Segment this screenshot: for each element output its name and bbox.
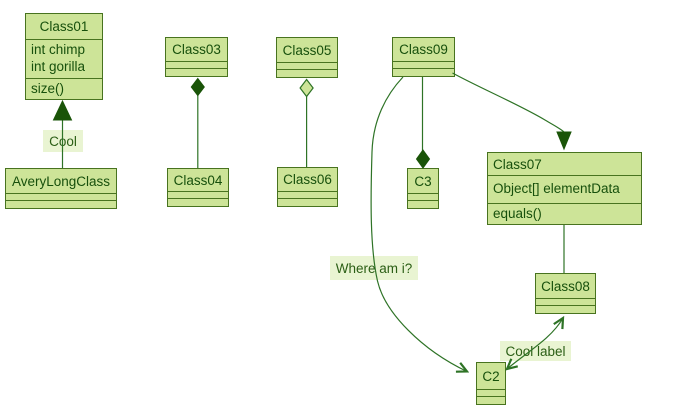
empty-attributes-compartment: [393, 62, 454, 69]
class-attributes: int chimp int gorilla: [26, 40, 102, 79]
empty-attributes-compartment: [278, 192, 337, 199]
edge-label-cool-label: Cool label: [500, 341, 571, 361]
class-title: C2: [477, 363, 505, 390]
class-box-class04: Class04: [167, 168, 229, 207]
empty-methods-compartment: [278, 199, 337, 206]
class-box-c2: C2: [476, 362, 506, 405]
class-title: Class06: [278, 168, 337, 192]
edge-aggregation-class05-class06: [299, 78, 314, 167]
empty-methods-compartment: [393, 69, 454, 76]
empty-attributes-compartment: [166, 62, 227, 69]
class-title: Class09: [393, 38, 454, 62]
class-box-class07: Class07 Object[] elementData equals(): [487, 152, 642, 225]
edge-composition-class09-c3: [415, 77, 431, 169]
empty-attributes-compartment: [277, 63, 337, 70]
class-title: Class08: [536, 274, 595, 299]
class-title: Class03: [166, 38, 227, 62]
class-attributes: Object[] elementData: [488, 176, 641, 204]
empty-attributes-compartment: [408, 194, 438, 201]
empty-attributes-compartment: [6, 194, 116, 201]
class-title: Class01: [26, 14, 102, 40]
class-methods: equals(): [488, 204, 641, 224]
empty-methods-compartment: [168, 199, 228, 206]
method: equals(): [493, 205, 542, 221]
method: size(): [31, 81, 64, 96]
empty-methods-compartment: [277, 70, 337, 77]
class-box-class09: Class09: [392, 37, 455, 77]
class-box-class03: Class03: [165, 37, 228, 77]
class-box-class06: Class06: [277, 167, 338, 207]
empty-methods-compartment: [6, 201, 116, 208]
class-box-averylongclass: AveryLongClass: [5, 168, 117, 209]
class-title: Class04: [168, 169, 228, 192]
empty-methods-compartment: [536, 306, 595, 313]
class-box-class05: Class05: [276, 37, 338, 78]
class-box-class08: Class08: [535, 273, 596, 314]
attribute: Object[] elementData: [493, 181, 620, 197]
class-title: Class07: [488, 153, 641, 176]
edge-label-where-am-i: Where am i?: [330, 256, 418, 280]
empty-attributes-compartment: [536, 299, 595, 306]
empty-attributes-compartment: [168, 192, 228, 199]
class-methods: size(): [26, 79, 102, 99]
attribute: int gorilla: [31, 58, 86, 74]
attribute: int chimp: [31, 42, 86, 57]
edge-composition-class03-class04: [190, 77, 205, 168]
empty-attributes-compartment: [477, 390, 505, 397]
class-title: AveryLongClass: [6, 169, 116, 194]
class-title: Class05: [277, 38, 337, 63]
empty-methods-compartment: [477, 397, 505, 404]
edge-extension-class09-class07: [452, 72, 572, 151]
edge-arrow-class09-c2: [370, 76, 467, 372]
class-title: C3: [408, 169, 438, 194]
empty-methods-compartment: [166, 69, 227, 76]
empty-methods-compartment: [408, 201, 438, 208]
class-box-class01: Class01 int chimp int gorilla size(): [25, 13, 103, 100]
edge-label-cool: Cool: [43, 130, 83, 152]
class-box-c3: C3: [407, 168, 439, 209]
